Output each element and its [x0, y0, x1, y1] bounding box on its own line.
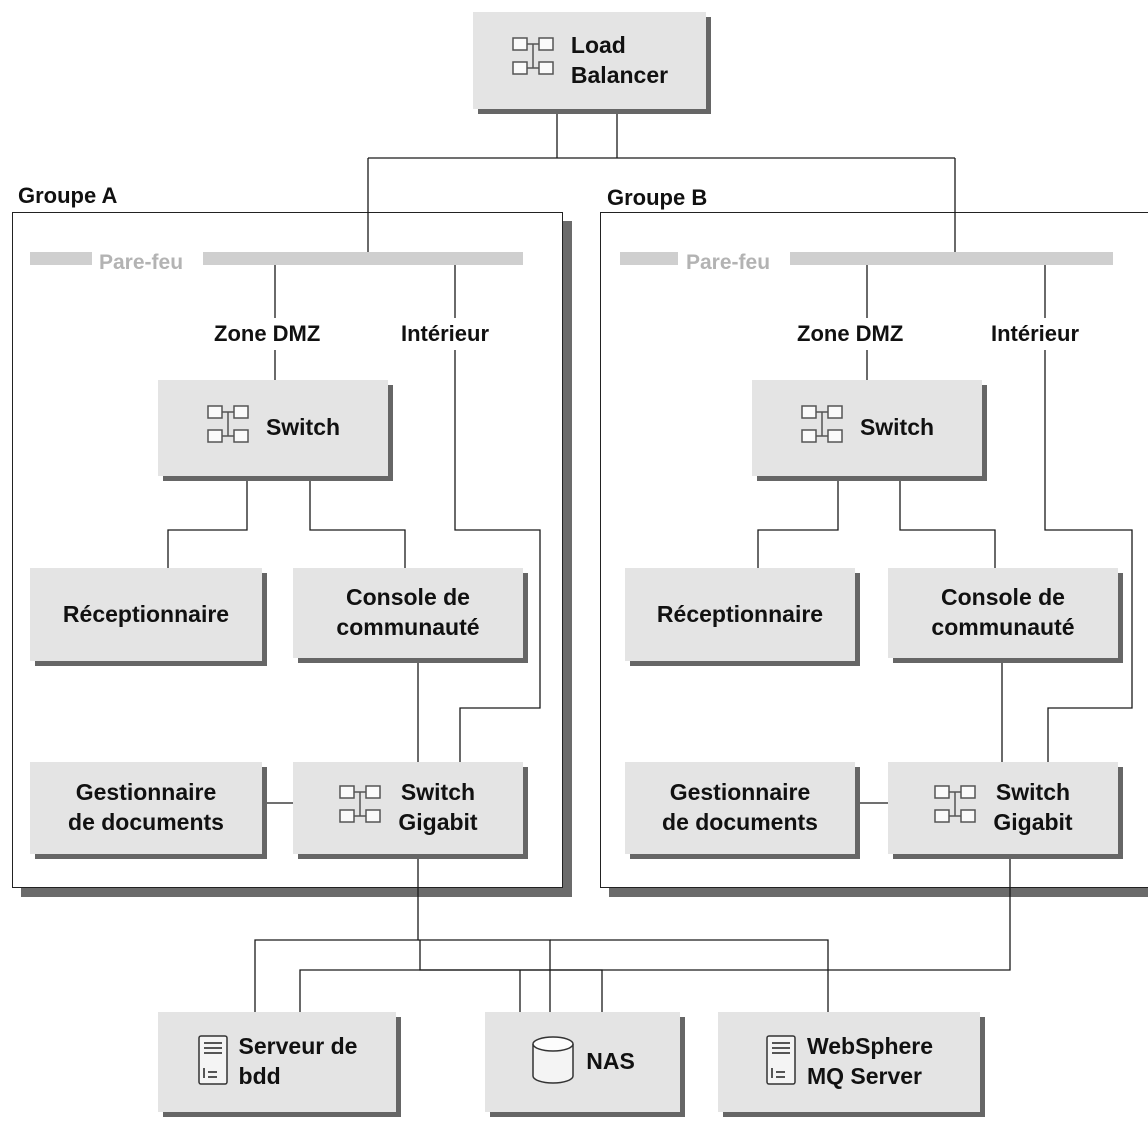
wire-b-switch-reception	[757, 478, 839, 568]
console-node-a[interactable]: Console de communauté	[293, 568, 523, 658]
network-switch-icon	[800, 404, 850, 453]
load-balancer-line1: Load	[570, 31, 626, 58]
receptionist-label-a: Réceptionnaire	[62, 600, 230, 627]
switch-node-b[interactable]: Switch	[752, 380, 982, 476]
gigabit-line1-b: Switch	[995, 779, 1071, 806]
db-server-line1: Serveur de	[238, 1033, 358, 1060]
firewall-bar-b-left	[620, 252, 678, 265]
db-server-line2: bdd	[238, 1063, 281, 1089]
dmz-label-a: Zone DMZ	[214, 321, 321, 346]
db-server-label: Serveur de bdd	[239, 1032, 358, 1092]
network-switch-icon	[511, 36, 561, 85]
wire-b-interior-gigabit	[1044, 350, 1133, 762]
console-line2-a: communauté	[336, 614, 480, 640]
gigabit-line2-a: Gigabit	[398, 809, 478, 835]
server-icon	[197, 1034, 229, 1091]
mq-server-line1: WebSphere	[806, 1033, 934, 1060]
load-balancer-line2: Balancer	[570, 61, 669, 88]
nas-node[interactable]: NAS	[485, 1012, 680, 1112]
wire-b-db-nas	[299, 969, 603, 1012]
interior-label-a: Intérieur	[401, 321, 490, 346]
wire-b-gigabit-bus	[419, 855, 1011, 971]
mq-server-node[interactable]: WebSphere MQ Server	[718, 1012, 980, 1112]
docmgr-line2-b: de documents	[662, 809, 818, 835]
console-label-a: Console de communauté	[336, 583, 479, 643]
gigabit-line1-a: Switch	[400, 779, 476, 806]
switch-label-b: Switch	[859, 414, 935, 441]
firewall-label-a: Pare-feu	[99, 251, 184, 274]
receptionist-label-b: Réceptionnaire	[656, 600, 824, 627]
receptionist-node-a[interactable]: Réceptionnaire	[30, 568, 262, 661]
firewall-label-b: Pare-feu	[686, 251, 771, 274]
firewall-bar-a-left	[30, 252, 92, 265]
switch-node-a[interactable]: Switch	[158, 380, 388, 476]
network-switch-icon	[933, 784, 983, 833]
wire-a-switch-console	[309, 478, 406, 568]
switch-label-a: Switch	[265, 414, 341, 441]
firewall-bar-b-right	[790, 252, 1113, 265]
network-switch-icon	[338, 784, 388, 833]
console-label-b: Console de communauté	[931, 583, 1074, 643]
docmgr-node-b[interactable]: Gestionnaire de documents	[625, 762, 855, 854]
receptionist-node-b[interactable]: Réceptionnaire	[625, 568, 855, 661]
gigabit-switch-node-b[interactable]: Switch Gigabit	[888, 762, 1118, 854]
nas-label: NAS	[586, 1048, 635, 1075]
wire-a-gigabit-db	[254, 855, 419, 1012]
server-icon	[765, 1034, 797, 1091]
docmgr-line2-a: de documents	[68, 809, 224, 835]
dmz-label-b: Zone DMZ	[797, 321, 904, 346]
group-b-title: Groupe B	[607, 185, 708, 210]
gigabit-line2-b: Gigabit	[993, 809, 1073, 835]
interior-label-b: Intérieur	[991, 321, 1080, 346]
db-server-node[interactable]: Serveur de bdd	[158, 1012, 396, 1112]
wire-a-switch-reception	[167, 478, 248, 568]
console-line1-b: Console de	[941, 584, 1065, 611]
wire-a-gigabit-mq	[550, 939, 829, 1012]
docmgr-label-b: Gestionnaire de documents	[662, 778, 818, 838]
docmgr-node-a[interactable]: Gestionnaire de documents	[30, 762, 262, 854]
firewall-bar-a-right	[203, 252, 523, 265]
wire-a-gigabit-nas	[418, 939, 551, 1012]
console-line1-a: Console de	[346, 584, 470, 611]
load-balancer-label: Load Balancer	[571, 31, 668, 91]
network-switch-icon	[206, 404, 256, 453]
database-cylinder-icon	[530, 1034, 576, 1091]
wire-b-switch-console	[899, 478, 996, 568]
docmgr-line1-b: Gestionnaire	[669, 779, 811, 806]
group-a-title: Groupe A	[18, 183, 118, 208]
load-balancer-node[interactable]: Load Balancer	[473, 12, 706, 109]
docmgr-label-a: Gestionnaire de documents	[68, 778, 224, 838]
gigabit-label-b: Switch Gigabit	[993, 778, 1072, 838]
gigabit-label-a: Switch Gigabit	[398, 778, 477, 838]
console-node-b[interactable]: Console de communauté	[888, 568, 1118, 658]
console-line2-b: communauté	[931, 614, 1075, 640]
gigabit-switch-node-a[interactable]: Switch Gigabit	[293, 762, 523, 854]
mq-server-label: WebSphere MQ Server	[807, 1032, 933, 1092]
mq-server-line2: MQ Server	[806, 1063, 922, 1089]
docmgr-line1-a: Gestionnaire	[75, 779, 217, 806]
wire-a-interior-gigabit	[454, 350, 541, 762]
